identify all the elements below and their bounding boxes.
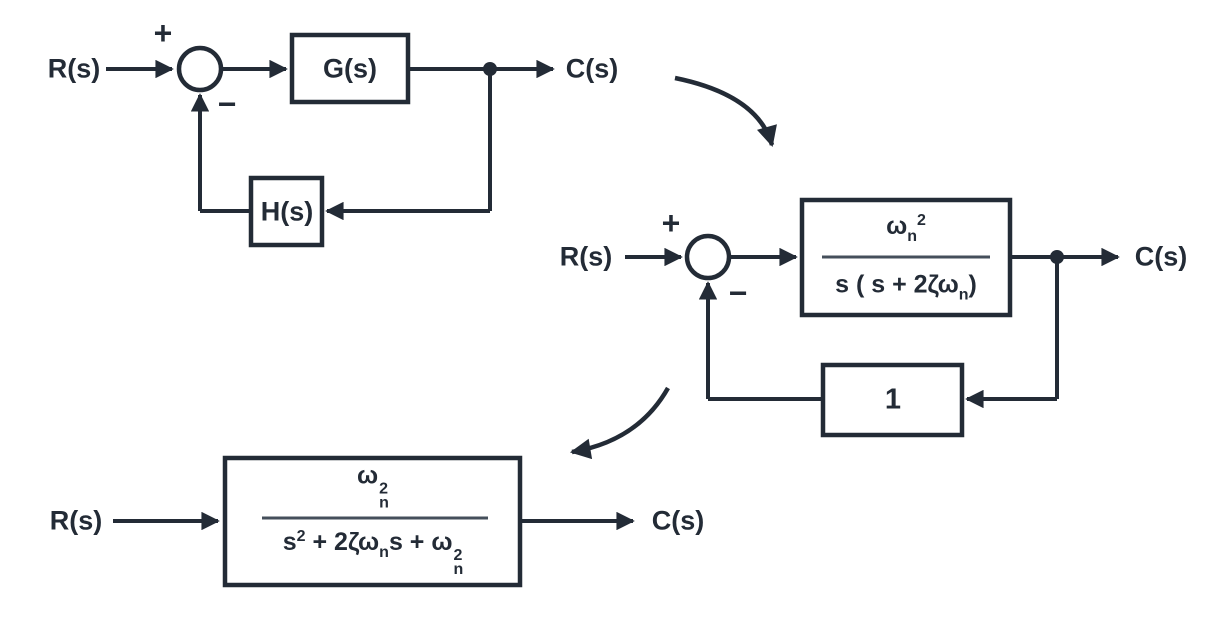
d2-summing-junction	[684, 233, 732, 281]
d3-den-mid2: s + ω	[388, 528, 453, 556]
d2-output-label: C(s)	[1134, 241, 1188, 272]
d3-den-end-subscript: n	[453, 561, 464, 578]
d1-feedback-block-label: H(s)	[260, 196, 314, 227]
d3-den-s-superscript: 2	[296, 528, 306, 545]
d3-num-superscript: 2	[379, 480, 389, 498]
d3-num-omega: ω	[357, 461, 379, 490]
d2-num-omega: ω	[886, 212, 908, 240]
d1-output-label: C(s)	[565, 53, 619, 84]
d2-den-subscript: n	[958, 286, 969, 304]
d2-numerator: ωn2	[886, 213, 926, 245]
d2-input-label: R(s)	[559, 241, 613, 272]
d1-minus-sign: −	[217, 86, 237, 122]
transform-arrow-1-icon	[674, 75, 777, 147]
d2-minus-sign: −	[728, 275, 748, 311]
d2-num-subscript: n	[907, 228, 917, 245]
d3-input-label: R(s)	[49, 505, 103, 536]
d2-feedback-block-label: 1	[884, 383, 902, 416]
d2-den-close: )	[968, 270, 977, 299]
d2-plus-sign: +	[661, 205, 681, 241]
d3-block-box	[222, 455, 523, 588]
d2-den-main: s ( s + 2ζω	[835, 270, 959, 299]
d1-feedback-block-box	[248, 175, 325, 248]
d3-den-s: s	[282, 528, 297, 556]
d3-den-end-superscript: 2	[453, 547, 463, 564]
d1-input-label: R(s)	[47, 53, 101, 84]
d1-plus-sign: +	[153, 15, 173, 51]
d1-forward-block-label: G(s)	[323, 53, 377, 84]
d2-num-superscript: 2	[917, 212, 926, 229]
d2-denominator: s ( s + 2ζωn)	[835, 270, 977, 304]
transform-arrow-2-icon	[569, 386, 670, 460]
d3-output-label: C(s)	[651, 505, 705, 536]
d3-num-subscript: n	[379, 494, 389, 512]
d3-den-mid: + 2ζω	[305, 528, 380, 556]
d1-summing-junction	[176, 45, 224, 93]
d3-den-mid-subscript: n	[379, 544, 389, 561]
